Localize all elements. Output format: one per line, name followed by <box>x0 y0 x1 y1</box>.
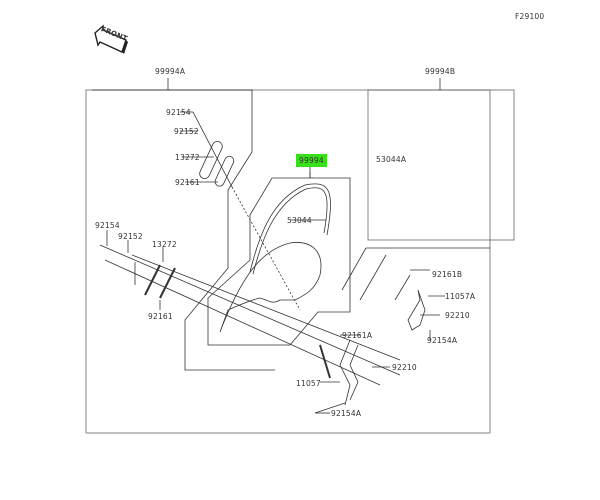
label-92210-lower[interactable]: 92210 <box>392 363 417 372</box>
label-99994b[interactable]: 99994B <box>425 67 456 76</box>
label-92161a[interactable]: 92161A <box>342 331 373 340</box>
label-13272-upper[interactable]: 13272 <box>175 153 200 162</box>
label-13272-left[interactable]: 13272 <box>152 240 177 249</box>
label-99994-highlighted[interactable]: 99994 <box>296 154 327 167</box>
label-92161-left[interactable]: 92161 <box>148 312 173 321</box>
front-arrow-icon <box>94 24 128 54</box>
label-92154a-right[interactable]: 92154A <box>427 336 458 345</box>
label-11057a[interactable]: 11057A <box>445 292 476 301</box>
label-53044[interactable]: 53044 <box>287 216 312 225</box>
label-53044a[interactable]: 53044A <box>376 155 407 164</box>
label-92154a-lower[interactable]: 92154A <box>331 409 362 418</box>
label-92161b[interactable]: 92161B <box>432 270 463 279</box>
label-92154-upper[interactable]: 92154 <box>166 108 191 117</box>
label-11057[interactable]: 11057 <box>296 379 321 388</box>
label-99994a[interactable]: 99994A <box>155 67 186 76</box>
label-92161-upper[interactable]: 92161 <box>175 178 200 187</box>
label-92152-left[interactable]: 92152 <box>118 232 143 241</box>
figure-id: F29100 <box>515 12 545 21</box>
label-92210-right[interactable]: 92210 <box>445 311 470 320</box>
label-92152-upper[interactable]: 92152 <box>174 127 199 136</box>
label-92154-left[interactable]: 92154 <box>95 221 120 230</box>
